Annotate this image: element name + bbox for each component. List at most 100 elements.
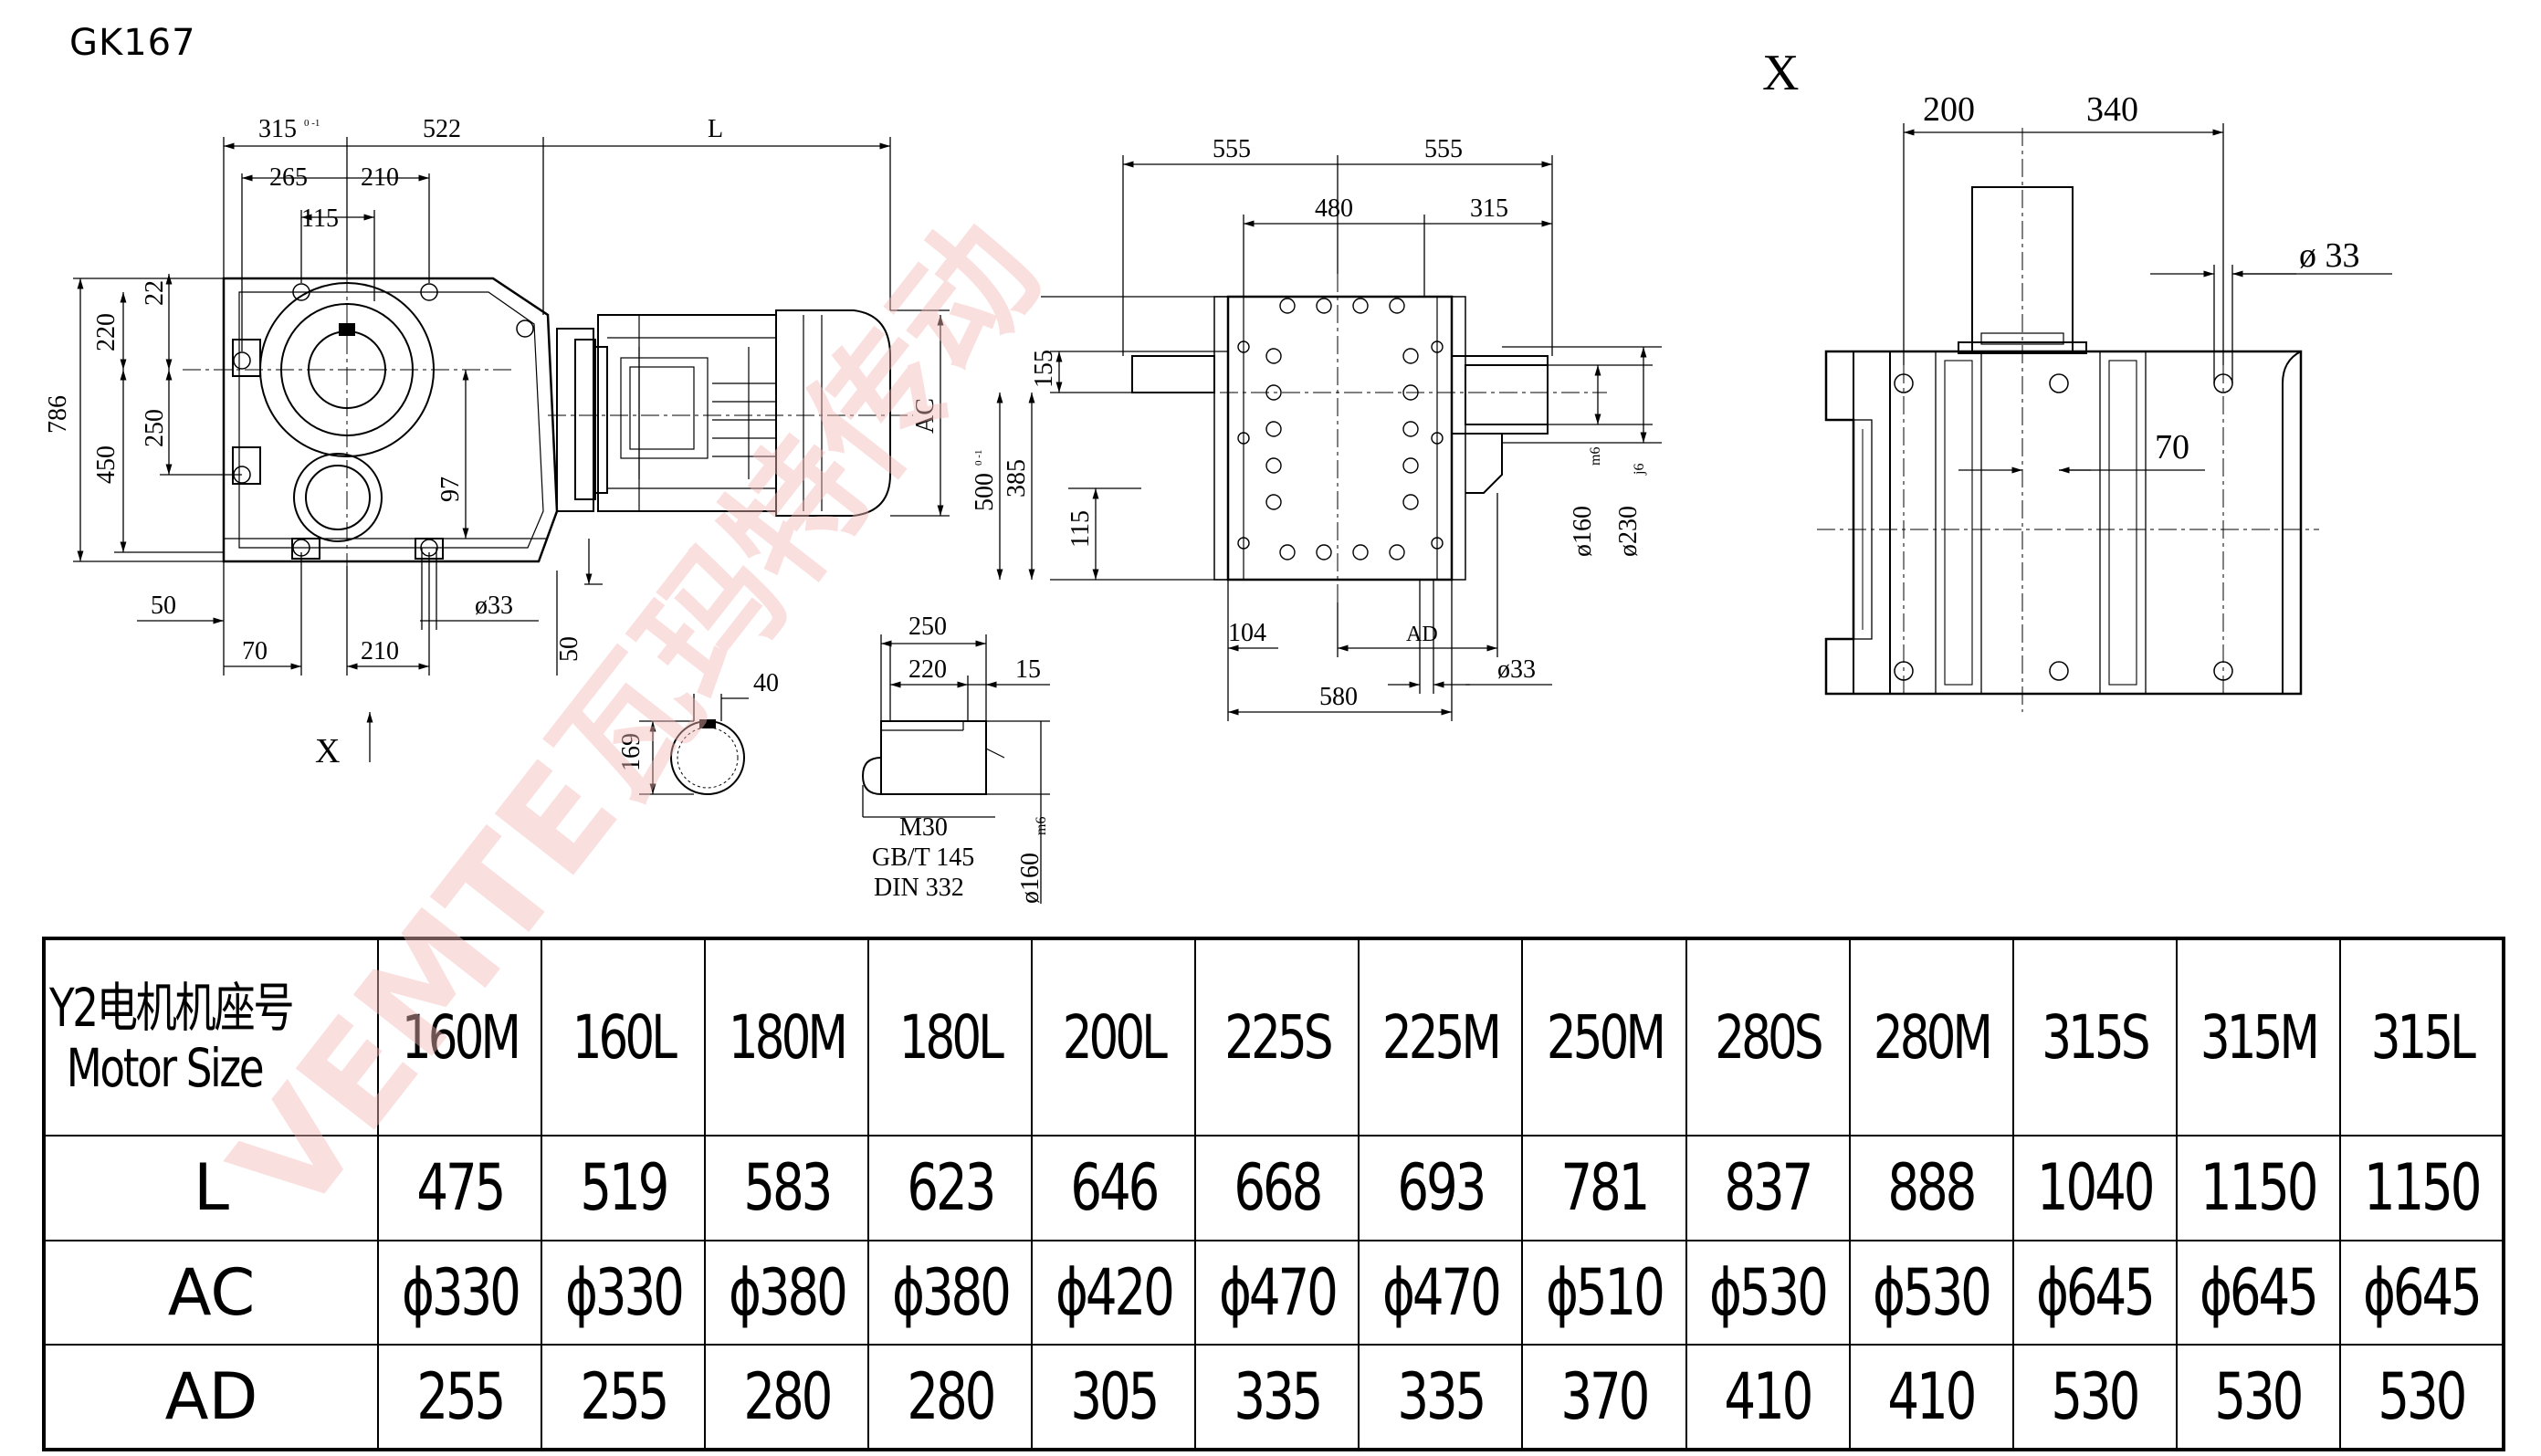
cell-value: 693	[1397, 1150, 1486, 1226]
cell-value: ϕ330	[401, 1255, 521, 1331]
cell-value: ϕ420	[1055, 1255, 1175, 1331]
dim-diameter-230: ø230	[1614, 506, 1643, 557]
table-cell: 583	[704, 1135, 870, 1241]
cell-value: 888	[1887, 1150, 1978, 1226]
cell-value: ϕ330	[564, 1255, 685, 1331]
table-cell: 255	[541, 1344, 707, 1451]
table-cell: 280	[704, 1344, 870, 1451]
dim-15: 15	[1015, 655, 1041, 684]
table-cell: ϕ420	[1031, 1239, 1197, 1346]
header-label-en: Motor Size	[66, 1036, 265, 1099]
shaft-fit-m6: m6	[1034, 817, 1049, 835]
motor-size-cell: 200L	[1031, 937, 1197, 1137]
table-row-AD: AD 255 255 280 280 305 335 335 370 410 4…	[43, 1344, 2505, 1451]
dim-250: 250	[908, 613, 947, 641]
standard-gbt145: GB/T 145	[872, 843, 974, 872]
side-view	[73, 137, 950, 762]
table-cell: 623	[867, 1135, 1034, 1241]
cell-value: 255	[416, 1359, 506, 1435]
dim-104: 104	[1228, 619, 1266, 647]
dim-315-front: 315	[1470, 194, 1508, 223]
cell-value: 530	[2214, 1359, 2305, 1435]
motor-size-cell: 315S	[2011, 937, 2178, 1137]
table-row-AC: AC ϕ330 ϕ330 ϕ380 ϕ380 ϕ420 ϕ470 ϕ470 ϕ5…	[43, 1239, 2505, 1346]
table-cell: 370	[1521, 1344, 1687, 1451]
motor-size-value: 160L	[572, 1002, 677, 1074]
table-cell: 530	[2011, 1344, 2178, 1451]
table-cell: 668	[1194, 1135, 1360, 1241]
dim-50-bottom: 50	[555, 636, 583, 662]
cell-value: 623	[907, 1150, 996, 1226]
table-cell: 888	[1848, 1135, 2014, 1241]
table-cell: ϕ380	[704, 1239, 870, 1346]
table-cell: ϕ645	[2175, 1239, 2341, 1346]
fit-j6: j6	[1632, 464, 1647, 476]
dim-L: L	[708, 115, 723, 143]
dim-555-right: 555	[1424, 135, 1463, 163]
dim-500: 500	[971, 473, 999, 511]
cell-value: ϕ470	[1382, 1255, 1502, 1331]
cell-value: 781	[1560, 1150, 1651, 1226]
dim-480: 480	[1315, 194, 1353, 223]
cell-value: ϕ380	[891, 1255, 1012, 1331]
x-view	[1817, 123, 2392, 712]
table-cell: 335	[1194, 1344, 1360, 1451]
cell-value: ϕ510	[1546, 1255, 1665, 1331]
cell-value: 475	[416, 1150, 506, 1226]
motor-size-value: 250M	[1546, 1002, 1665, 1074]
motor-size-cell: 180L	[867, 937, 1034, 1137]
dim-315-tolerance: 0 -1	[304, 118, 320, 129]
header-label-cn: Y2电机机座号	[49, 976, 295, 1039]
table-cell: ϕ470	[1194, 1239, 1360, 1346]
motor-size-value: 225S	[1224, 1002, 1333, 1074]
table-cell: 410	[1848, 1344, 2014, 1451]
x-view-labels: X 200 340 ø 33 70	[1762, 45, 2360, 466]
table-cell: 693	[1358, 1135, 1524, 1241]
motor-size-value: 315M	[2200, 1002, 2320, 1074]
view-x-arrow-label: X	[315, 732, 340, 770]
dim-340: 340	[2086, 90, 2138, 129]
cell-value: 335	[1397, 1359, 1486, 1435]
cell-value: ϕ645	[2200, 1255, 2319, 1331]
cell-value: 837	[1724, 1150, 1814, 1226]
dim-169: 169	[617, 733, 646, 771]
front-view	[996, 155, 1662, 721]
table-cell: 530	[2338, 1344, 2505, 1451]
table-cell: 1150	[2338, 1135, 2505, 1241]
motor-size-cell: 280S	[1685, 937, 1851, 1137]
cell-value: 410	[1887, 1359, 1978, 1435]
row-label-L: L	[43, 1135, 379, 1241]
x-view-title: X	[1762, 45, 1799, 101]
table-cell: 1150	[2175, 1135, 2341, 1241]
cell-value: ϕ530	[1873, 1255, 1992, 1331]
motor-size-cell: 160L	[541, 937, 707, 1137]
cell-value: ϕ380	[728, 1255, 848, 1331]
table-cell: ϕ330	[376, 1239, 543, 1346]
cell-value: ϕ645	[2362, 1255, 2483, 1331]
table-cell: ϕ530	[1685, 1239, 1851, 1346]
dim-200: 200	[1923, 90, 1975, 129]
dim-522: 522	[423, 115, 461, 143]
table-cell: 255	[376, 1344, 543, 1451]
dim-220-shaft: 220	[908, 655, 947, 684]
cell-value: 255	[580, 1359, 669, 1435]
cell-value: 1040	[2036, 1150, 2156, 1226]
shaft-diameter-160: ø160	[1016, 853, 1045, 904]
table-cell: 1040	[2011, 1135, 2178, 1241]
cell-value: 668	[1234, 1150, 1323, 1226]
cell-value: 410	[1724, 1359, 1814, 1435]
table-cell: 280	[867, 1344, 1034, 1451]
dim-70-x: 70	[2155, 428, 2189, 466]
table-cell: 781	[1521, 1135, 1687, 1241]
shaft-detail	[639, 634, 1050, 904]
table-cell: ϕ330	[541, 1239, 707, 1346]
motor-size-value: 180M	[729, 1002, 848, 1074]
motor-size-cell: 315L	[2338, 937, 2505, 1137]
cell-value: ϕ645	[2036, 1255, 2156, 1331]
table-cell: 410	[1685, 1344, 1851, 1451]
row-label-AD: AD	[43, 1344, 379, 1451]
dim-AC: AC	[911, 398, 940, 434]
